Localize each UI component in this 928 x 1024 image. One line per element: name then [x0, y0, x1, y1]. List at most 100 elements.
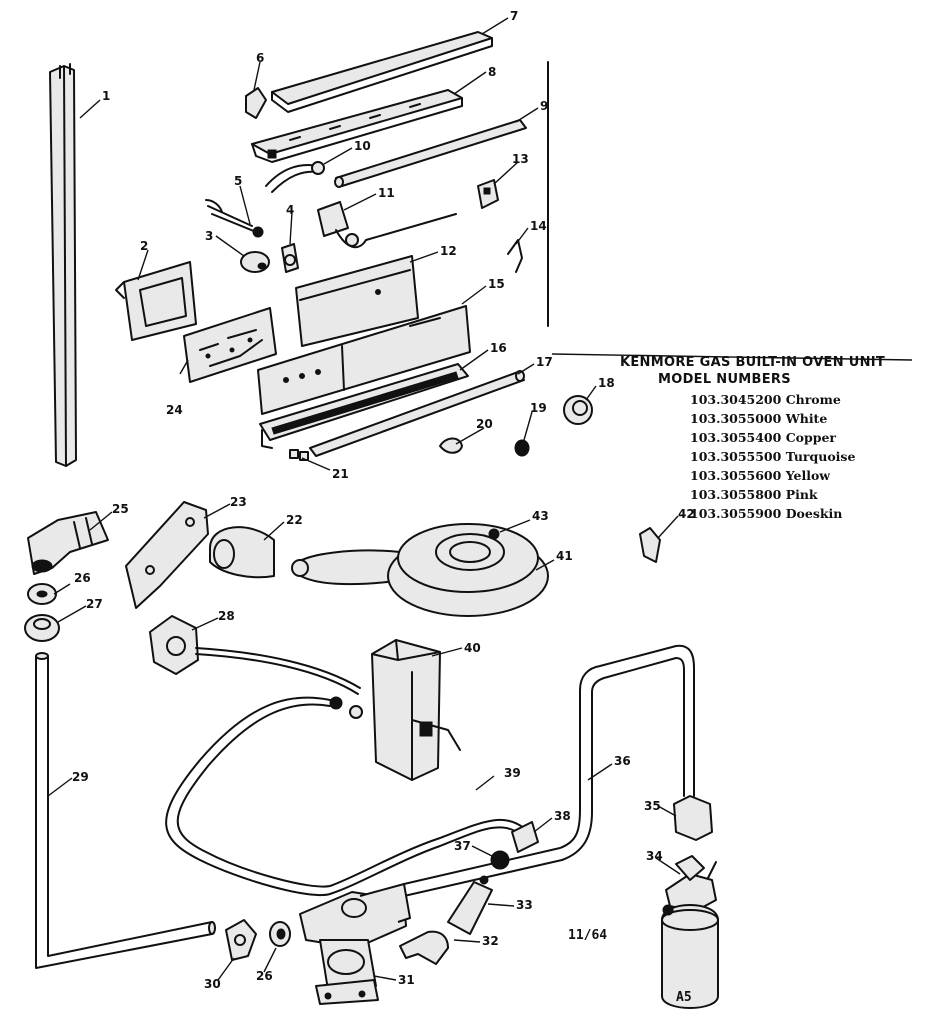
part-39-capillary-tube	[165, 696, 527, 896]
part-label-28: 28	[218, 609, 235, 623]
part-12-panel	[295, 255, 419, 347]
part-label-32: 32	[482, 934, 499, 948]
part-43-fitting	[488, 528, 500, 540]
model-finish: Pink	[785, 487, 818, 502]
model-row: 103.3055900 Doeskin	[690, 506, 842, 521]
part-4-knob-stem	[281, 243, 299, 273]
part-label-42: 42	[678, 507, 695, 521]
header-title: KENMORE GAS BUILT-IN OVEN UNIT	[620, 355, 886, 370]
header-subtitle: MODEL NUMBERS	[658, 372, 791, 387]
model-number: 103.3055800	[690, 487, 782, 502]
part-34-shutoff-valve	[661, 855, 719, 1009]
part-23-bracket	[125, 501, 209, 609]
part-32-elbow	[399, 930, 449, 965]
model-row: 103.3055600 Yellow	[690, 468, 830, 483]
part-label-13: 13	[512, 152, 529, 166]
part-label-10: 10	[354, 139, 371, 153]
part-label-1: 1	[102, 89, 111, 103]
model-finish: Turquoise	[785, 449, 856, 464]
part-41-burner	[291, 523, 549, 617]
part-label-34: 34	[646, 849, 663, 863]
part-label-37: 37	[454, 839, 471, 853]
part-label-7: 7	[510, 9, 519, 23]
model-row: 103.3055500 Turquoise	[690, 449, 855, 464]
part-label-6: 6	[256, 51, 265, 65]
part-21-pins	[289, 449, 309, 461]
part-8-bracket-bar	[251, 89, 463, 163]
part-40-ignitor-box	[371, 639, 461, 781]
part-37-nut	[490, 850, 510, 870]
part-2-mounting-plate	[115, 261, 197, 341]
part-11-switch	[317, 201, 457, 249]
part-label-15: 15	[488, 277, 505, 291]
part-label-26: 26	[74, 571, 91, 585]
part-label-26b: 26	[256, 969, 273, 983]
part-38-fitting	[511, 821, 539, 853]
model-number: 103.3055000	[690, 411, 782, 426]
date-code: 11/64	[568, 928, 608, 943]
part-7-top-strip	[271, 31, 493, 113]
part-label-16: 16	[490, 341, 507, 355]
part-label-14: 14	[530, 219, 547, 233]
part-42-clip	[639, 527, 661, 563]
part-5-probe	[205, 199, 264, 238]
part-13-bracket	[477, 179, 499, 209]
part-label-21: 21	[332, 467, 349, 481]
part-label-27: 27	[86, 597, 103, 611]
part-label-23: 23	[230, 495, 247, 509]
part-label-31: 31	[398, 973, 415, 987]
model-number: 103.3055400	[690, 430, 782, 445]
part-25-elbow	[27, 511, 109, 575]
part-label-20: 20	[476, 417, 493, 431]
part-6-clip	[245, 87, 267, 119]
part-9-rod	[334, 119, 527, 188]
part-label-11: 11	[378, 186, 395, 200]
part-label-30: 30	[204, 977, 221, 991]
part-24-clock-panel	[183, 307, 277, 383]
leader-lines	[47, 17, 681, 981]
model-number: 103.3045200	[690, 392, 782, 407]
model-finish: Chrome	[785, 392, 841, 407]
part-label-3: 3	[205, 229, 214, 243]
part-label-18: 18	[598, 376, 615, 390]
part-35-fitting	[673, 795, 713, 841]
part-label-2: 2	[140, 239, 149, 253]
part-label-40: 40	[464, 641, 481, 655]
model-finish: White	[785, 411, 828, 426]
part-label-24: 24	[166, 403, 183, 417]
model-row: 103.3045200 Chrome	[690, 392, 841, 407]
part-label-4: 4	[286, 203, 295, 217]
model-finish: Doeskin	[785, 506, 843, 521]
part-10-wire	[265, 161, 325, 193]
part-22-clamp	[209, 526, 275, 579]
model-finish: Copper	[785, 430, 836, 445]
part-label-8: 8	[488, 65, 497, 79]
part-label-43: 43	[532, 509, 549, 523]
part-19-grommet	[514, 439, 530, 457]
part-label-17: 17	[536, 355, 553, 369]
part-label-19: 19	[530, 401, 547, 415]
part-3-knob	[240, 251, 270, 273]
part-20-clip	[439, 437, 463, 454]
part-15-control-panel	[257, 305, 471, 415]
page-code: A5	[676, 990, 692, 1005]
part-label-41: 41	[556, 549, 573, 563]
part-26-nut-lower	[269, 921, 291, 947]
part-label-29: 29	[72, 770, 89, 784]
model-number: 103.3055900	[690, 506, 782, 521]
part-label-5: 5	[234, 174, 243, 188]
part-label-35: 35	[644, 799, 661, 813]
part-label-36: 36	[614, 754, 631, 768]
part-17-rod	[309, 370, 525, 457]
part-36-gas-pipe	[403, 644, 695, 897]
part-label-25: 25	[112, 502, 129, 516]
part-label-38: 38	[554, 809, 571, 823]
part-14-clip	[507, 239, 523, 273]
part-29-gas-pipe	[35, 652, 216, 969]
part-label-9: 9	[540, 99, 549, 113]
model-row: 103.3055800 Pink	[690, 487, 818, 502]
part-26-nut	[27, 583, 57, 605]
part-31-gas-valve	[299, 883, 411, 1005]
